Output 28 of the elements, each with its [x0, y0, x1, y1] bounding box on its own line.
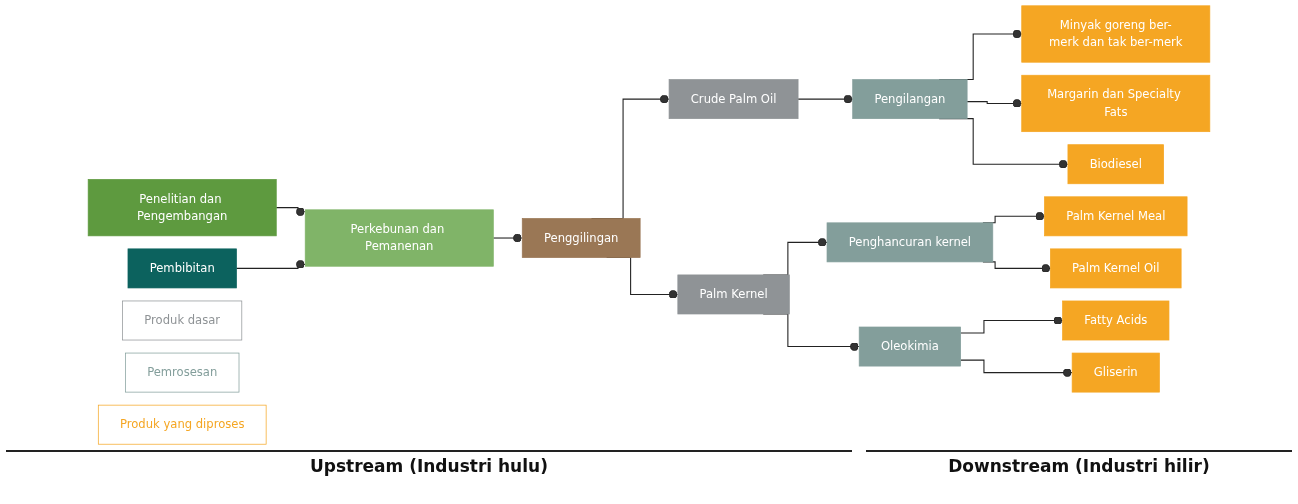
connector — [966, 99, 1023, 108]
node-box: Pengilangan — [852, 79, 968, 119]
node-box: Fatty Acids — [1062, 300, 1170, 341]
node-box: Gliserin — [1071, 352, 1160, 393]
node-box: Margarin dan Specialty Fats — [1021, 74, 1211, 133]
node-box: Penggilingan — [521, 218, 641, 258]
connector — [960, 359, 1073, 377]
node-box: Palm Kernel Oil — [1050, 248, 1182, 289]
node-box: Palm Kernel Meal — [1044, 196, 1188, 237]
node-box: Penelitian dan Pengembangan — [87, 179, 277, 237]
node-box: Pembibitan — [127, 248, 237, 289]
node-box: Palm Kernel — [677, 274, 790, 315]
node-box: Crude Palm Oil — [668, 79, 799, 119]
section-label: Upstream (Industri hulu) — [6, 450, 852, 476]
connector — [797, 94, 854, 104]
connector — [235, 260, 306, 269]
node-box: Produk yang diproses — [97, 404, 267, 445]
connector — [492, 233, 523, 243]
connector — [275, 207, 306, 217]
node-box: Minyak goreng ber-merk dan tak ber-merk — [1021, 5, 1211, 63]
node-box: Penghancuran kernel — [826, 222, 994, 263]
node-box: Oleokimia — [858, 326, 961, 367]
node-box: Biodiesel — [1067, 144, 1164, 185]
connector — [960, 316, 1064, 334]
node-box: Pemrosesan — [125, 352, 240, 393]
node-box: Perkebunan dan Pemanenan — [304, 209, 494, 267]
section-label: Downstream (Industri hilir) — [865, 450, 1292, 476]
node-box: Produk dasar — [122, 300, 243, 341]
